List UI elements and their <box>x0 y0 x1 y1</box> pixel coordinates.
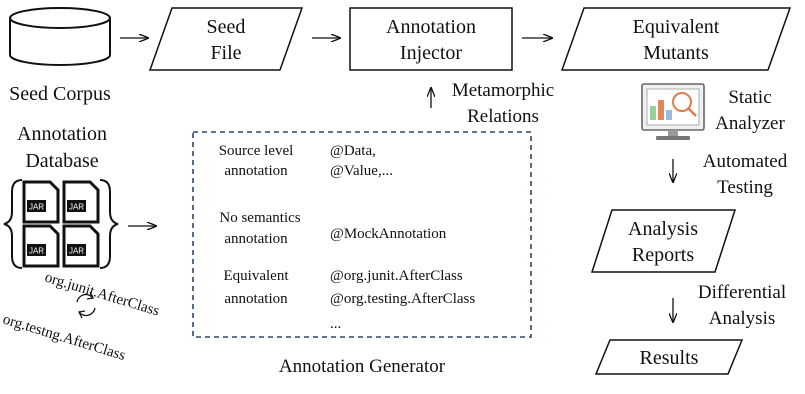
analysis-reports-line1: Analysis <box>628 218 698 240</box>
jar-file-icon: JAR <box>22 224 60 268</box>
seed-corpus-label: Seed Corpus <box>9 83 111 105</box>
generator-row-example-2: @MockAnnotation <box>330 226 447 242</box>
static-analyzer-line2: Analyzer <box>715 113 785 134</box>
left-brace <box>3 179 23 269</box>
seed-file-line1: Seed <box>207 16 246 38</box>
jar-file-icon: JAR <box>62 224 100 268</box>
analysis-reports-line2: Reports <box>632 244 694 266</box>
generator-row-kind-1: Source level <box>219 143 294 159</box>
differential-analysis-line1: Differential <box>698 282 786 303</box>
generator-row-example-1b: @Value,... <box>330 163 393 179</box>
static-analyzer-monitor-icon <box>641 83 705 140</box>
annotation-generator-title: Annotation Generator <box>279 356 446 377</box>
rotated-label-testng: org.testng.AfterClass <box>1 312 127 365</box>
metamorphic-line1: Metamorphic <box>452 80 554 101</box>
injector-line1: Annotation <box>386 16 476 38</box>
results-box <box>594 339 744 375</box>
generator-row-example-3c: ... <box>330 316 341 332</box>
generator-row-example-3: @org.junit.AfterClass <box>330 268 463 284</box>
mutants-line2: Mutants <box>643 42 709 64</box>
jar-file-icon: JAR <box>22 180 60 224</box>
generator-row-example-1: @Data, <box>330 143 376 159</box>
generator-row-kind-3b: annotation <box>224 291 288 307</box>
automated-testing-line2: Testing <box>717 177 773 198</box>
automated-testing-line1: Automated <box>703 151 788 172</box>
annotation-injector-box <box>349 7 513 71</box>
injector-line2: Injector <box>400 42 463 64</box>
annotation-database-line2: Database <box>25 150 98 172</box>
seed-corpus-database-icon <box>9 7 111 66</box>
static-analyzer-line1: Static <box>728 87 771 108</box>
equivalent-mutants-box <box>560 7 792 71</box>
generator-row-kind-2: No semantics <box>219 210 300 226</box>
svg-text:JAR: JAR <box>29 247 44 256</box>
analysis-reports-box <box>590 209 737 273</box>
annotation-database-line1: Annotation <box>17 123 107 145</box>
generator-row-kind-2b: annotation <box>224 231 288 247</box>
metamorphic-line2: Relations <box>467 106 539 127</box>
seed-file-line2: File <box>210 42 241 64</box>
svg-text:JAR: JAR <box>29 203 44 212</box>
right-brace <box>99 179 119 269</box>
annotation-generator-box <box>192 131 532 338</box>
generator-row-kind-1b: annotation <box>224 163 288 179</box>
svg-text:JAR: JAR <box>69 203 84 212</box>
differential-analysis-line2: Analysis <box>709 308 776 329</box>
swap-cycle-icon <box>76 291 96 319</box>
generator-row-example-3b: @org.testing.AfterClass <box>330 291 475 307</box>
rotated-label-junit: org.junit.AfterClass <box>43 270 162 320</box>
jar-file-icon: JAR <box>62 180 100 224</box>
mutants-line1: Equivalent <box>633 16 720 38</box>
results-label: Results <box>640 347 699 369</box>
seed-file-box <box>148 7 304 71</box>
generator-row-kind-3: Equivalent <box>224 268 290 284</box>
svg-text:JAR: JAR <box>69 247 84 256</box>
